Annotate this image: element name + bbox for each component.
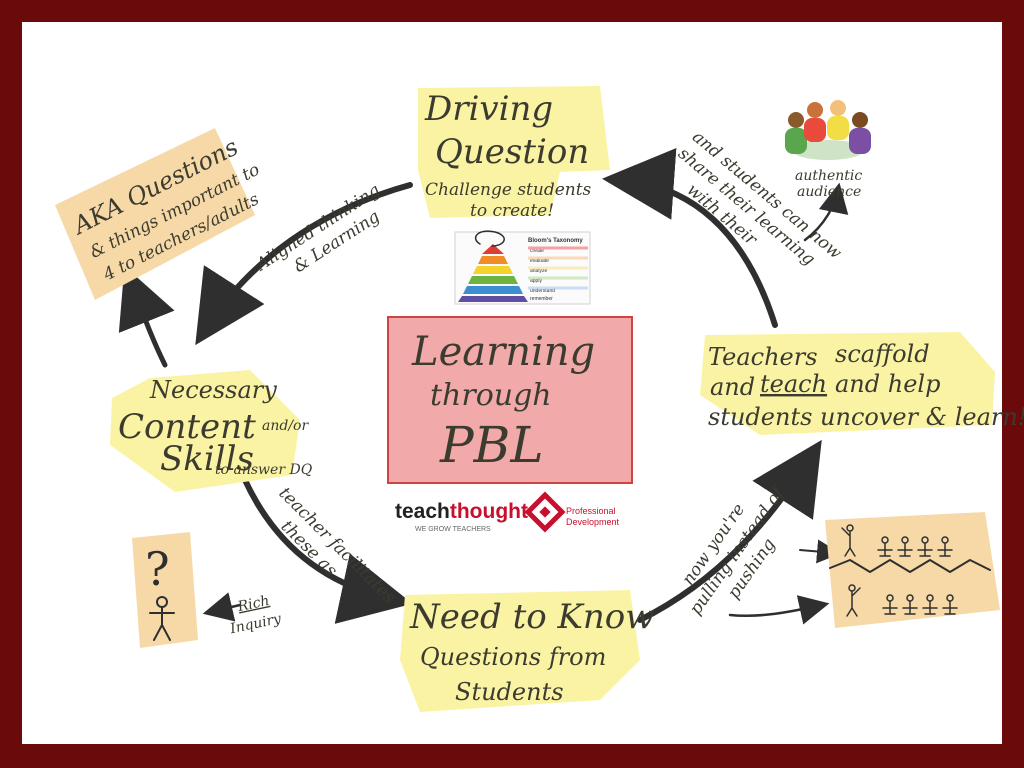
blooms-level-3: analyze <box>530 268 547 274</box>
authentic-audience-image: authentic audience <box>780 100 875 200</box>
rich-line2: Inquiry <box>228 611 284 638</box>
label-aligned-thinking: Aligned thinking & Learning <box>251 180 384 277</box>
inquiry-figure-icon: ? <box>132 532 198 648</box>
label-teacher-facilitates: teacher facilitates these as <box>275 483 400 608</box>
classroom-scene-image <box>825 512 1000 628</box>
dq-sub1: Challenge students <box>425 180 592 200</box>
teachers-line2c: and help <box>835 370 940 398</box>
teachers-line2a: and <box>710 373 755 401</box>
arrow-dq-to-content <box>195 182 413 346</box>
logo-pd2: Development <box>566 517 620 527</box>
blooms-level-2: evaluate <box>530 258 549 264</box>
logo-thought: thought <box>450 500 528 523</box>
teachthought-logo: teachthought WE GROW TEACHERS Profession… <box>395 491 620 533</box>
content-line2: Content <box>118 407 256 447</box>
dq-line1: Driving <box>424 89 553 129</box>
blooms-level-4: apply <box>530 278 542 284</box>
dq-line2: Question <box>435 132 589 172</box>
svg-text:teachthought: teachthought <box>395 500 528 523</box>
necessary-content-node: Necessary Content and/or Skills to answe… <box>110 370 313 492</box>
teachers-line1b: scaffold <box>835 340 930 368</box>
content-line3: Skills <box>160 439 254 479</box>
ntk-line3: Students <box>455 678 564 706</box>
arrow-to-classroom-bottom <box>728 595 830 625</box>
blooms-taxonomy-chart: Bloom's Taxonomy create evaluate analyze… <box>454 230 591 305</box>
center-line2: through <box>430 378 552 413</box>
teachers-line1a: Teachers <box>708 343 818 371</box>
arrow-needtoknow-to-teachers <box>637 439 822 623</box>
ntk-line1: Need to Know <box>409 597 654 637</box>
content-line1: Necessary <box>149 376 277 404</box>
center-line1: Learning <box>411 329 595 375</box>
blooms-level-5: understand <box>530 288 555 294</box>
content-line2b: and/or <box>262 418 309 434</box>
center-line3: PBL <box>439 416 544 474</box>
content-line4: to answer DQ <box>215 462 313 478</box>
blooms-level-6: remember <box>530 296 553 302</box>
blooms-level-1: create <box>530 248 544 254</box>
teachers-line3: students uncover & learn! <box>708 403 1024 431</box>
audience-line1: authentic <box>795 168 862 184</box>
ntk-line2: Questions from <box>420 643 606 671</box>
label-rich-inquiry: Rich Inquiry <box>228 593 284 638</box>
arrow-teachers-to-dq <box>602 147 778 328</box>
logo-tagline: WE GROW TEACHERS <box>415 526 491 533</box>
arrow-content-to-needtoknow <box>242 477 413 624</box>
teachers-scaffold-node: Teachers scaffold and teach and help stu… <box>700 332 1024 435</box>
audience-line2: audience <box>797 184 861 200</box>
need-to-know-node: Need to Know Questions from Students <box>400 590 654 712</box>
arrow-to-audience <box>803 182 849 242</box>
arrow-content-to-aka <box>118 266 175 368</box>
arrow-to-rich-inquiry <box>202 592 242 622</box>
center-box: Learning through PBL <box>387 316 633 484</box>
dq-sub2: to create! <box>470 201 554 221</box>
aka-questions-node: AKA Questions & things important to 4 to… <box>55 128 263 300</box>
logo-mark-icon <box>524 491 566 533</box>
rich-line1: Rich <box>235 593 270 615</box>
blooms-title: Bloom's Taxonomy <box>528 238 583 244</box>
teachers-line2b: teach <box>760 370 827 398</box>
svg-text:?: ? <box>145 542 170 596</box>
logo-pd1: Professional <box>566 506 616 516</box>
logo-teach: teach <box>395 500 450 523</box>
driving-question-node: Driving Question Challenge students to c… <box>418 86 610 221</box>
